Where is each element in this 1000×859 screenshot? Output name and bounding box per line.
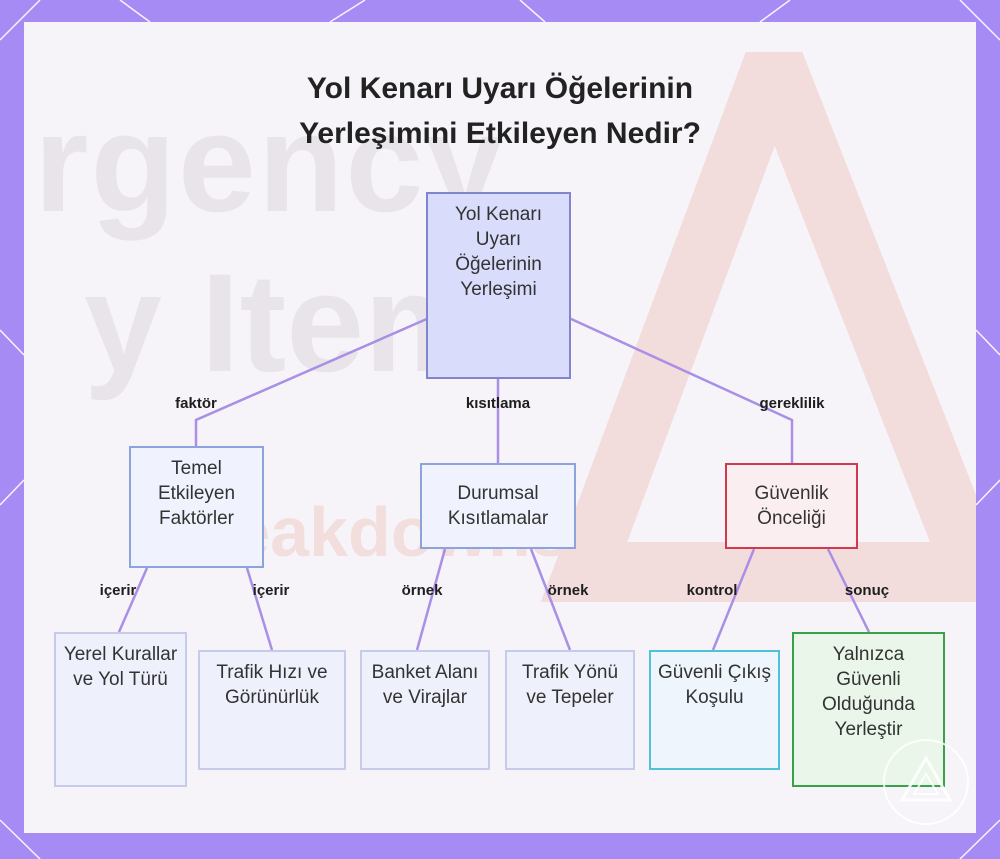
- edge-label-control: kontrol: [686, 582, 738, 599]
- edge-label-constraint: kısıtlama: [465, 395, 531, 412]
- edge-includes-2: [245, 567, 274, 651]
- node-traffic-direction: Trafik Yönü ve Tepeler: [505, 650, 635, 770]
- edge-requirement: [568, 316, 794, 463]
- edge-label-includes-2: içerir: [252, 582, 290, 599]
- brand-logo-icon: [883, 739, 969, 825]
- node-constraints: Durumsal Kısıtlamalar: [420, 463, 576, 549]
- node-only-safe: Yalnızca Güvenli Olduğunda Yerleştir: [792, 632, 945, 787]
- title-line-2: Yerleşimini Etkileyen Nedir?: [299, 117, 701, 150]
- edge-label-result: sonuç: [844, 582, 890, 599]
- node-factors: Temel Etkileyen Faktörler: [129, 446, 264, 568]
- watermark-text: rgency: [34, 84, 506, 241]
- edge-includes-1: [117, 567, 149, 633]
- node-root: Yol Kenarı Uyarı Öğelerinin Yerleşimi: [426, 192, 571, 379]
- node-shoulder: Banket Alanı ve Virajlar: [360, 650, 490, 770]
- edge-control: [711, 548, 756, 651]
- edge-example-1: [415, 548, 447, 651]
- edge-label-example-1: örnek: [401, 582, 443, 599]
- page-title: Yol Kenarı Uyarı Öğelerinin Yerleşimini …: [24, 66, 976, 156]
- title-line-1: Yol Kenarı Uyarı Öğelerinin: [306, 72, 694, 105]
- warning-triangle-watermark: [540, 52, 976, 602]
- node-local-rules: Yerel Kurallar ve Yol Türü: [54, 632, 187, 787]
- edge-label-includes-1: içerir: [99, 582, 137, 599]
- diagram-card: rgency y Items reakdowns Yol Kenarı Uyar…: [24, 22, 976, 833]
- edge-result: [826, 548, 871, 633]
- edge-label-factor: faktör: [175, 395, 217, 412]
- edge-lines: [117, 316, 871, 651]
- node-traffic-speed: Trafik Hızı ve Görünürlük: [198, 650, 346, 770]
- edge-example-2: [529, 548, 572, 651]
- edge-factor: [194, 316, 430, 446]
- edge-label-requirement: gereklilik: [759, 395, 825, 412]
- node-safe-exit: Güvenli Çıkış Koşulu: [649, 650, 780, 770]
- edge-label-example-2: örnek: [547, 582, 589, 599]
- node-safety: Güvenlik Önceliği: [725, 463, 858, 549]
